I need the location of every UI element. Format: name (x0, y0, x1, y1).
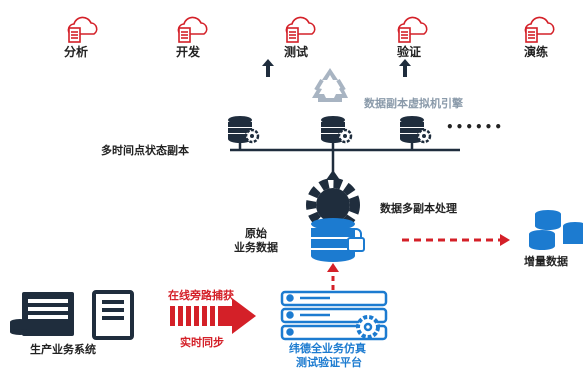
production-label: 生产业务系统 (30, 343, 96, 356)
capture-arrow (170, 298, 256, 334)
up-arrow-icon (399, 59, 411, 77)
cloud-doc-icon (397, 16, 428, 43)
original-label-line1: 原始 (245, 227, 267, 240)
top-label-drill: 演练 (524, 45, 549, 59)
platform-label-line2: 测试验证平台 (296, 356, 362, 369)
platform-label-line1: 纬德全业务仿真 (289, 342, 366, 355)
sync-label: 实时同步 (180, 336, 224, 349)
top-label-test: 测试 (284, 45, 309, 59)
cloud-doc-icon (285, 16, 316, 43)
original-database-icon (311, 218, 365, 262)
snapshot-bus (230, 140, 460, 175)
cloud-doc-icon (177, 16, 208, 43)
cloud-doc-icon (524, 16, 555, 43)
virtual-engine-label: 数据副本虚拟机引擎 (364, 97, 463, 110)
top-label-analysis: 分析 (64, 45, 89, 59)
cloud-doc-icon (67, 16, 98, 43)
top-label-develop: 开发 (176, 45, 201, 59)
up-arrow-icon (262, 59, 274, 77)
incremental-label: 增量数据 (524, 255, 568, 268)
platform-server-icon (280, 290, 388, 341)
top-label-verify: 验证 (397, 45, 422, 59)
snapshot-label: 多时间点状态副本 (101, 144, 189, 157)
more-dots: •••••• (446, 120, 505, 134)
gear-icon (306, 170, 360, 232)
database-gear-icon (226, 114, 260, 145)
original-label-line2: 业务数据 (234, 241, 278, 254)
server-icon (10, 292, 74, 336)
sync-up-arrow (327, 263, 339, 290)
incremental-arrow (402, 234, 510, 246)
processing-label: 数据多副本处理 (380, 202, 457, 215)
recycle-icon (312, 68, 348, 102)
incremental-database-icon (529, 210, 583, 250)
tower-server-icon (92, 290, 134, 340)
database-gear-icon (398, 114, 432, 145)
database-gear-icon (319, 114, 353, 145)
bypass-label: 在线旁路捕获 (168, 289, 234, 302)
